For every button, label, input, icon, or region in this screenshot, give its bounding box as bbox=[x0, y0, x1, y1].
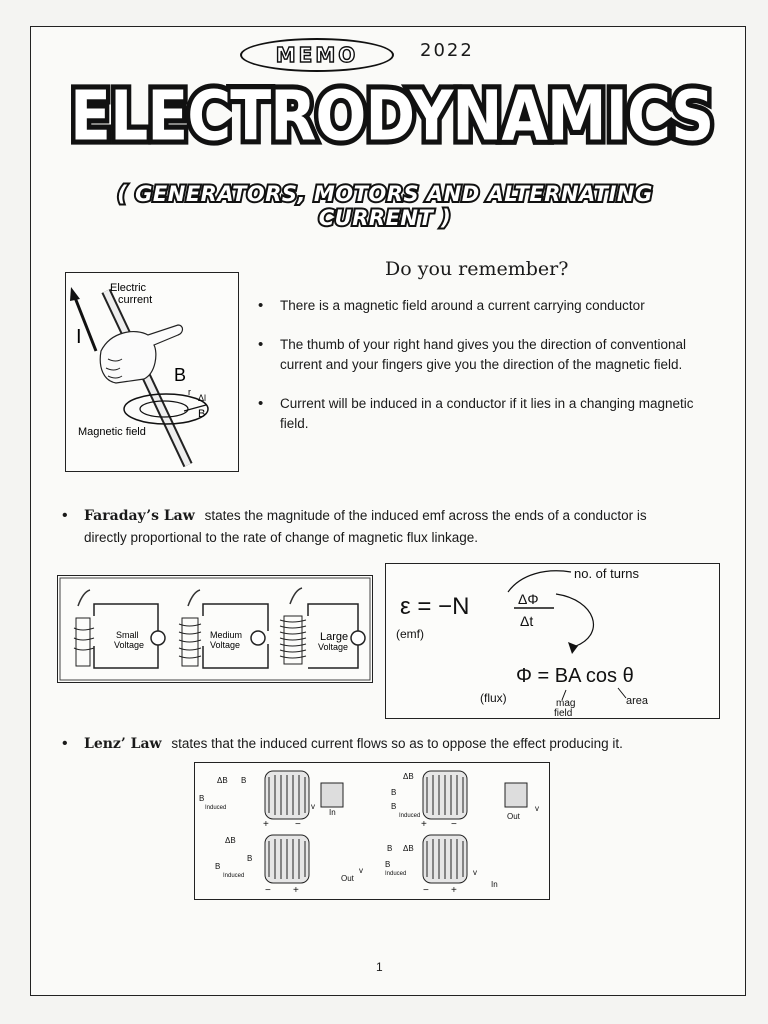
page-number: 1 bbox=[376, 960, 383, 974]
field-loop-outer bbox=[123, 393, 209, 425]
svg-text:B: B bbox=[199, 794, 204, 803]
figure-label-B: B bbox=[174, 365, 186, 385]
remember-item: The thumb of your right hand gives you t… bbox=[258, 335, 708, 375]
note-frac-numerator: ΔΦ bbox=[518, 591, 539, 607]
page-subtitle: ( Generators, Motors and Alternating Cur… bbox=[115, 180, 654, 232]
svg-text:+: + bbox=[263, 819, 269, 830]
memo-year: 2022 bbox=[420, 40, 474, 61]
svg-text:B: B bbox=[385, 860, 390, 869]
svg-text:Induced: Induced bbox=[399, 813, 420, 819]
svg-text:B: B bbox=[215, 862, 220, 871]
coil-medium: Medium Voltage bbox=[178, 603, 269, 669]
figure-label-magnetic-field: Magnetic field bbox=[78, 426, 146, 438]
figure-label-current: current bbox=[118, 294, 152, 306]
note-emf-equation: ε = −N bbox=[400, 593, 469, 620]
lenz-law-name: Lenz’ Law bbox=[84, 736, 162, 752]
field-loop-inner bbox=[139, 400, 189, 418]
svg-text:Induced: Induced bbox=[385, 871, 406, 877]
coil-small-label-2: Voltage bbox=[114, 640, 144, 650]
svg-text:+: + bbox=[451, 885, 457, 896]
current-arrow-head bbox=[70, 287, 80, 301]
svg-text:+: + bbox=[421, 819, 427, 830]
remember-list: There is a magnetic field around a curre… bbox=[258, 296, 708, 453]
svg-text:v: v bbox=[359, 866, 363, 875]
svg-text:Out: Out bbox=[507, 812, 521, 821]
svg-text:ΔB: ΔB bbox=[225, 836, 236, 845]
faraday-law-paragraph: • Faraday’s Law states the magnitude of … bbox=[62, 505, 702, 549]
note-frac-denominator: Δt bbox=[520, 613, 533, 629]
svg-text:ΔB: ΔB bbox=[403, 772, 414, 781]
memo-badge: MEMO bbox=[240, 38, 394, 72]
note-emf-label: (emf) bbox=[396, 627, 424, 641]
coil-large-label-2: Voltage bbox=[318, 642, 348, 652]
svg-text:B: B bbox=[241, 776, 246, 785]
note-flux-equation: Φ = BA cos θ bbox=[516, 665, 634, 687]
svg-text:Induced: Induced bbox=[205, 805, 226, 811]
svg-text:+: + bbox=[293, 885, 299, 896]
lenz-law-text: states that the induced current flows so… bbox=[171, 736, 623, 751]
figure-label-I: I bbox=[76, 326, 82, 348]
lenz-panel-2: ΔB B B Induced Out v + − bbox=[391, 770, 539, 830]
faraday-formula-notes: no. of turns ε = −N ΔΦ Δt (emf) Φ = BA c… bbox=[385, 563, 720, 719]
figure-label-electric: Electric bbox=[110, 282, 147, 294]
svg-text:B: B bbox=[247, 854, 252, 863]
faraday-law-text-continued: directly proportional to the rate of cha… bbox=[84, 530, 478, 545]
svg-text:ΔB: ΔB bbox=[403, 844, 414, 853]
coil-medium-label-2: Voltage bbox=[210, 640, 240, 650]
svg-text:Out: Out bbox=[341, 874, 355, 883]
coil-large-label-1: Large bbox=[320, 631, 348, 643]
svg-text:B: B bbox=[387, 844, 392, 853]
svg-text:In: In bbox=[329, 808, 336, 817]
bullet-dot: • bbox=[62, 735, 68, 752]
faraday-coils-figure: Small Voltage Medium Voltage Large Volta… bbox=[57, 575, 373, 683]
svg-text:−: − bbox=[265, 885, 271, 896]
svg-text:−: − bbox=[295, 819, 301, 830]
svg-text:v: v bbox=[535, 804, 539, 813]
svg-text:In: In bbox=[491, 880, 498, 889]
svg-text:v: v bbox=[473, 868, 477, 877]
faraday-law-text: states the magnitude of the induced emf … bbox=[204, 508, 647, 523]
page-title: ELECTRODYNAMICS bbox=[66, 71, 719, 162]
hand-drawing bbox=[99, 324, 184, 384]
figure-label-r: r bbox=[188, 387, 191, 397]
svg-text:−: − bbox=[451, 819, 457, 830]
hand-sketches bbox=[77, 587, 303, 607]
note-flux-label: (flux) bbox=[480, 691, 507, 705]
current-arrow-shaft bbox=[72, 294, 98, 352]
remember-item: Current will be induced in a conductor i… bbox=[258, 394, 708, 434]
note-arrow-flux bbox=[555, 593, 594, 647]
lenz-law-paragraph: • Lenz’ Law states that the induced curr… bbox=[62, 733, 702, 755]
svg-text:−: − bbox=[423, 885, 429, 896]
note-arrow-turns bbox=[507, 570, 572, 593]
svg-text:ΔB: ΔB bbox=[217, 776, 228, 785]
svg-text:B: B bbox=[391, 802, 396, 811]
coil-large: Large Voltage bbox=[279, 603, 366, 669]
figure-label-dl: Δl bbox=[198, 393, 206, 403]
note-turns: no. of turns bbox=[574, 566, 640, 581]
svg-text:v: v bbox=[311, 802, 315, 811]
faraday-law-name: Faraday’s Law bbox=[84, 508, 195, 524]
coil-small-label-1: Small bbox=[116, 630, 139, 640]
remember-heading: Do you remember? bbox=[385, 258, 569, 280]
figure-label-Bll: B bbox=[198, 408, 205, 420]
coil-medium-label-1: Medium bbox=[210, 630, 242, 640]
coil-small: Small Voltage bbox=[73, 603, 166, 669]
lenz-panel-3: ΔB B B Induced Out v − + bbox=[215, 834, 363, 896]
lenz-panel-1: ΔB B B Induced In v + − bbox=[199, 770, 344, 830]
svg-text:Induced: Induced bbox=[223, 873, 244, 879]
bullet-dot: • bbox=[62, 507, 68, 524]
note-mag: mag bbox=[556, 698, 575, 709]
note-area: area bbox=[626, 695, 649, 707]
right-hand-rule-figure: Electric current I B Δl r B Magnetic fie… bbox=[65, 272, 239, 472]
svg-text:B: B bbox=[391, 788, 396, 797]
lenz-law-figure: ΔB B B Induced In v + − ΔB B B Induced Ou… bbox=[194, 762, 550, 900]
lenz-panel-4: B ΔB B Induced In v − + bbox=[385, 834, 498, 896]
note-field: field bbox=[554, 708, 572, 718]
remember-item: There is a magnetic field around a curre… bbox=[258, 296, 708, 316]
